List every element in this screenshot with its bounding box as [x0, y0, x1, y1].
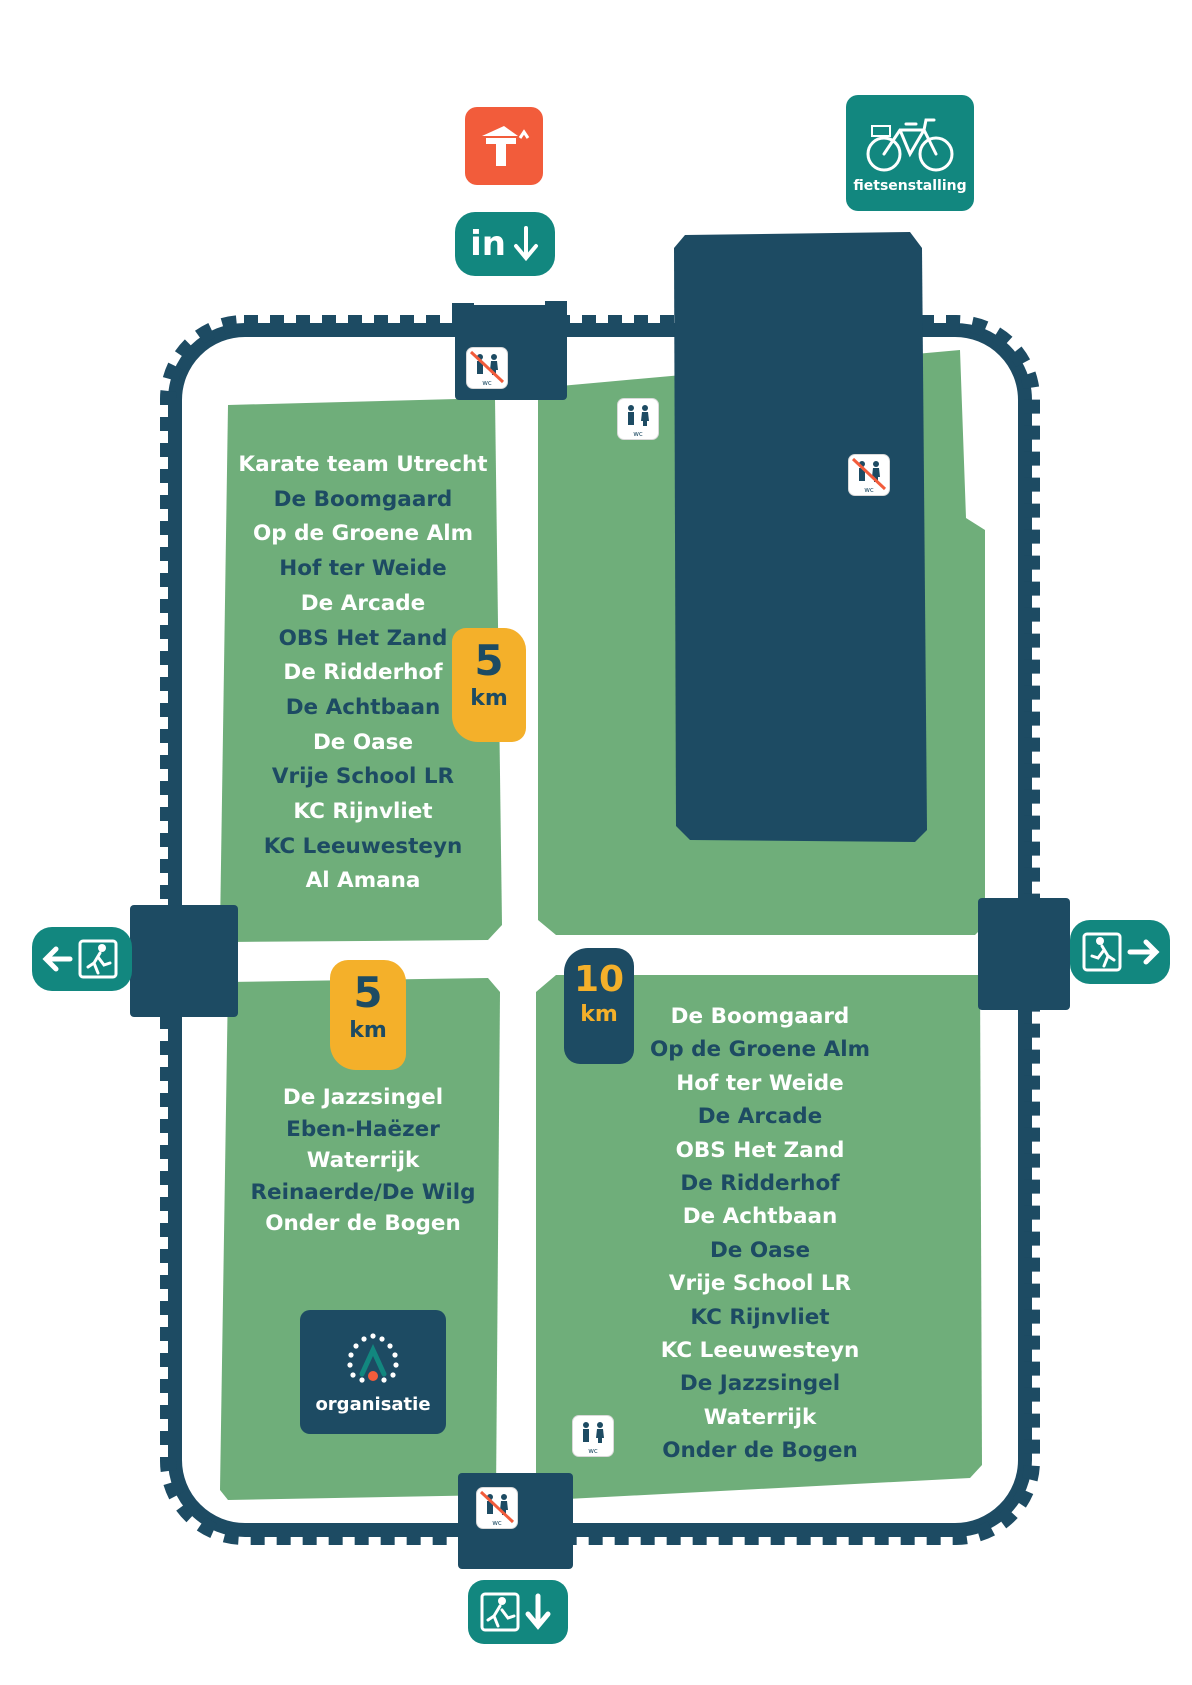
wc-bottom-gate: wc [476, 1487, 518, 1529]
building-block [674, 232, 927, 842]
in-sign: in [455, 212, 555, 276]
list-item: De Arcade [300, 590, 426, 616]
svg-text:wc: wc [492, 1519, 502, 1527]
list-item: De Achtbaan [682, 1204, 838, 1230]
toilet-closed-icon: wc [479, 1490, 515, 1527]
bike-parking-sign: fietsenstalling [846, 95, 974, 211]
exit-right-sign [1070, 920, 1170, 984]
list-bottom-right: De Boomgaard Op de Groene Alm Hof ter We… [620, 1000, 900, 1468]
list-bottom-left: De Jazzsingel Eben-Haëzer Waterrijk Rein… [228, 1082, 498, 1240]
badge-5km-top: 5 km [452, 628, 526, 742]
organisatie-label: organisatie [315, 1393, 431, 1415]
list-item: Reinaerde/De Wilg [250, 1179, 476, 1205]
list-item: De Achtbaan [285, 694, 441, 720]
toilet-icon: wc [583, 1422, 604, 1455]
list-item: Op de Groene Alm [650, 1037, 870, 1063]
list-item: De Jazzsingel [282, 1085, 444, 1110]
in-label: in [470, 224, 506, 264]
list-item: De Boomgaard [273, 486, 453, 512]
list-item: KC Rijnvliet [293, 799, 433, 825]
wc-top-gate: wc [466, 347, 508, 389]
list-item: Op de Groene Alm [253, 521, 473, 547]
list-item: Waterrijk [306, 1148, 420, 1173]
badge-5km-bottom-unit: km [349, 1018, 387, 1043]
list-top-left: Karate team Utrecht De Boomgaard Op de G… [228, 448, 498, 899]
emergency-exit-left-icon [42, 939, 118, 979]
wc-building: wc [848, 454, 890, 496]
list-item: KC Leeuwesteyn [660, 1338, 860, 1364]
list-item: Karate team Utrecht [238, 452, 488, 477]
exit-left-sign [32, 927, 132, 991]
toilet-closed-icon: wc [469, 350, 505, 387]
exit-bottom-sign [468, 1580, 568, 1644]
list-item: Waterrijk [703, 1404, 817, 1430]
list-item: De Ridderhof [680, 1171, 840, 1197]
badge-5km-bottom-num: 5 [353, 968, 383, 1017]
svg-text:wc: wc [482, 379, 492, 387]
emergency-exit-right-icon [1082, 932, 1160, 972]
bike-parking-label: fietsenstalling [853, 178, 967, 194]
organisatie-logo-icon [347, 1332, 399, 1383]
list-item: OBS Het Zand [675, 1137, 845, 1163]
wc-bottom-right-field: wc [572, 1415, 614, 1457]
arrow-down-icon [513, 226, 538, 262]
svg-text:wc: wc [633, 430, 643, 438]
svg-text:wc: wc [864, 486, 874, 494]
badge-10km-unit: km [580, 1002, 618, 1027]
list-item: Vrije School LR [271, 764, 455, 790]
list-item: Onder de Bogen [662, 1438, 858, 1464]
toilet-closed-icon: wc [851, 457, 887, 494]
list-item: Hof ter Weide [676, 1070, 844, 1096]
svg-text:wc: wc [588, 1447, 598, 1455]
entrance-sign [465, 107, 543, 185]
list-item: De Arcade [697, 1104, 823, 1130]
bicycle-icon [866, 118, 954, 172]
badge-10km-num: 10 [573, 959, 625, 1000]
toilet-icon: wc [628, 405, 649, 438]
list-item: Hof ter Weide [279, 556, 447, 582]
gate-left [130, 905, 238, 1017]
list-item: De Jazzsingel [679, 1371, 841, 1397]
list-item: Al Amana [305, 868, 421, 894]
field-top-left [220, 398, 502, 942]
badge-5km-top-unit: km [470, 686, 508, 711]
list-item: De Oase [312, 729, 414, 755]
emergency-exit-down-icon [480, 1592, 551, 1632]
gate-right [978, 898, 1070, 1010]
badge-5km-top-num: 5 [474, 636, 504, 685]
badge-5km-bottom: 5 km [330, 960, 406, 1070]
list-item: Vrije School LR [668, 1271, 852, 1297]
list-item: De Ridderhof [283, 660, 443, 686]
list-item: KC Leeuwesteyn [263, 833, 463, 859]
gate-top-tower-left [452, 303, 474, 325]
wc-top-right-field: wc [617, 398, 659, 440]
list-item: De Boomgaard [670, 1004, 850, 1029]
badge-10km: 10 km [564, 948, 634, 1064]
list-item: Eben-Haëzer [286, 1116, 440, 1142]
building-entrance-icon [482, 126, 530, 166]
organisatie-tent: organisatie [300, 1310, 446, 1434]
list-item: KC Rijnvliet [690, 1304, 830, 1330]
list-item: De Oase [709, 1237, 811, 1263]
list-item: OBS Het Zand [278, 625, 448, 651]
field-bottom-right [536, 975, 982, 1500]
list-item: Onder de Bogen [265, 1211, 461, 1236]
gate-top-tower-right [545, 301, 567, 323]
